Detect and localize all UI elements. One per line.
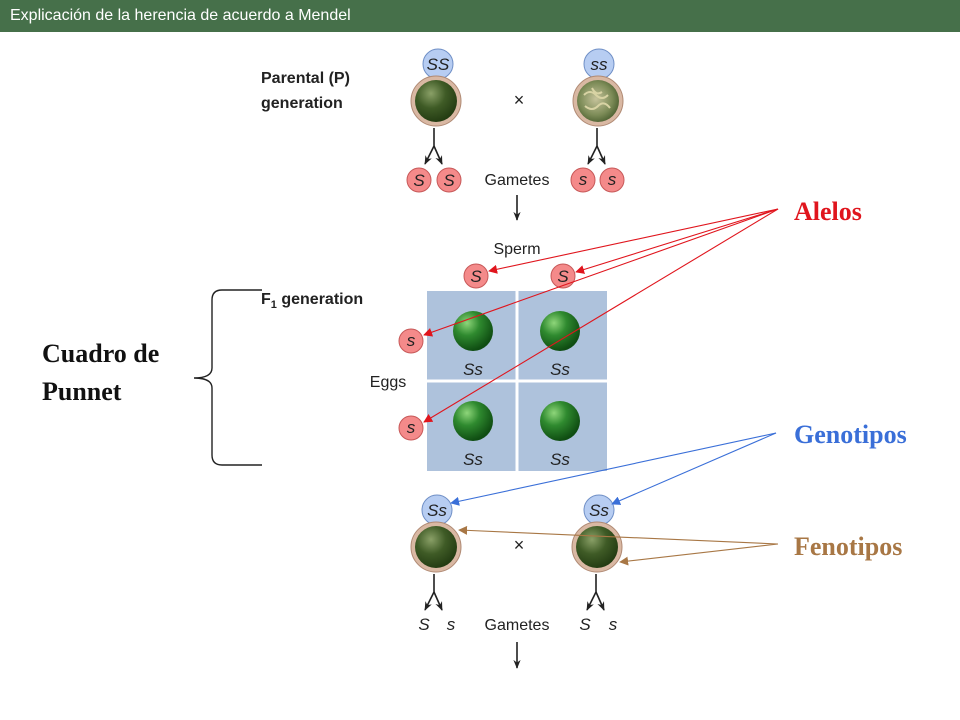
pea-green-icon — [540, 311, 580, 351]
allele-bubble — [398, 328, 424, 354]
allele-bubble — [550, 263, 576, 289]
f1-label: F1 generation — [261, 291, 363, 311]
punnett-cell-4: Ss — [550, 450, 570, 469]
genotipos-arrows — [450, 432, 777, 506]
offspring-gamete-left-1: S — [418, 615, 430, 634]
parental-gametes-label: Gametes — [485, 172, 550, 189]
pea-green-icon — [540, 401, 580, 441]
parental-gamete-left-1: S — [413, 171, 425, 190]
sperm-allele-1: S — [470, 267, 482, 286]
title-bar: Explicación de la herencia de acuerdo a … — [0, 0, 960, 32]
pea-round-green-icon — [415, 80, 457, 122]
genotipos-label: Genotipos — [794, 420, 907, 449]
eggs-label: Eggs — [370, 374, 406, 391]
offspring-gamete-left-2: s — [447, 615, 456, 634]
allele-bubble — [406, 167, 432, 193]
offspring-gamete-right-2: s — [609, 615, 618, 634]
offspring-gamete-right-1: S — [579, 615, 591, 634]
allele-bubble — [463, 263, 489, 289]
sperm-allele-2: S — [557, 267, 569, 286]
gamete-split-arrows-parental — [424, 128, 606, 165]
pea-wrinkle-texture — [583, 87, 611, 110]
alelos-arrows — [423, 208, 779, 423]
f1-label-rest: generation — [277, 291, 363, 308]
parental-genotype-right: ss — [591, 55, 609, 74]
pea-round-green-icon — [415, 526, 457, 568]
parental-label-line1: Parental (P) — [261, 70, 350, 87]
punnett-cell-1: Ss — [463, 360, 483, 379]
fenotipos-label: Fenotipos — [794, 532, 902, 561]
parental-label-line2: generation — [261, 95, 343, 112]
allele-bubble — [570, 167, 596, 193]
punnet-label-line1: Cuadro de — [42, 339, 159, 368]
pea-green-icon — [453, 401, 493, 441]
parental-cross-symbol: × — [514, 90, 525, 110]
parental-gamete-right-2: s — [608, 170, 617, 189]
alelos-label: Alelos — [794, 197, 862, 226]
egg-allele-1: s — [407, 331, 416, 350]
punnett-cell-2: Ss — [550, 360, 570, 379]
offspring-cross-symbol: × — [514, 535, 525, 555]
allele-bubble — [599, 167, 625, 193]
allele-bubble — [398, 415, 424, 441]
egg-allele-2: s — [407, 418, 416, 437]
offspring-gametes-label: Gametes — [485, 617, 550, 634]
f1-label-sub: 1 — [271, 299, 277, 311]
allele-bubble — [436, 167, 462, 193]
f1-label-prefix: F — [261, 291, 271, 308]
offspring-genotype-right: Ss — [589, 501, 609, 520]
parental-gamete-right-1: s — [579, 170, 588, 189]
fenotipos-arrows — [458, 525, 779, 566]
gamete-split-arrows-offspring — [424, 574, 605, 611]
pea-round-green-icon — [576, 526, 618, 568]
parental-gamete-left-2: S — [443, 171, 455, 190]
pea-wrinkled-icon — [577, 80, 619, 122]
punnet-label-line2: Punnet — [42, 377, 122, 406]
parental-genotype-left: SS — [427, 55, 450, 74]
punnet-brace — [193, 289, 262, 466]
punnett-cell-3: Ss — [463, 450, 483, 469]
sperm-label: Sperm — [493, 241, 540, 258]
offspring-genotype-left: Ss — [427, 501, 447, 520]
